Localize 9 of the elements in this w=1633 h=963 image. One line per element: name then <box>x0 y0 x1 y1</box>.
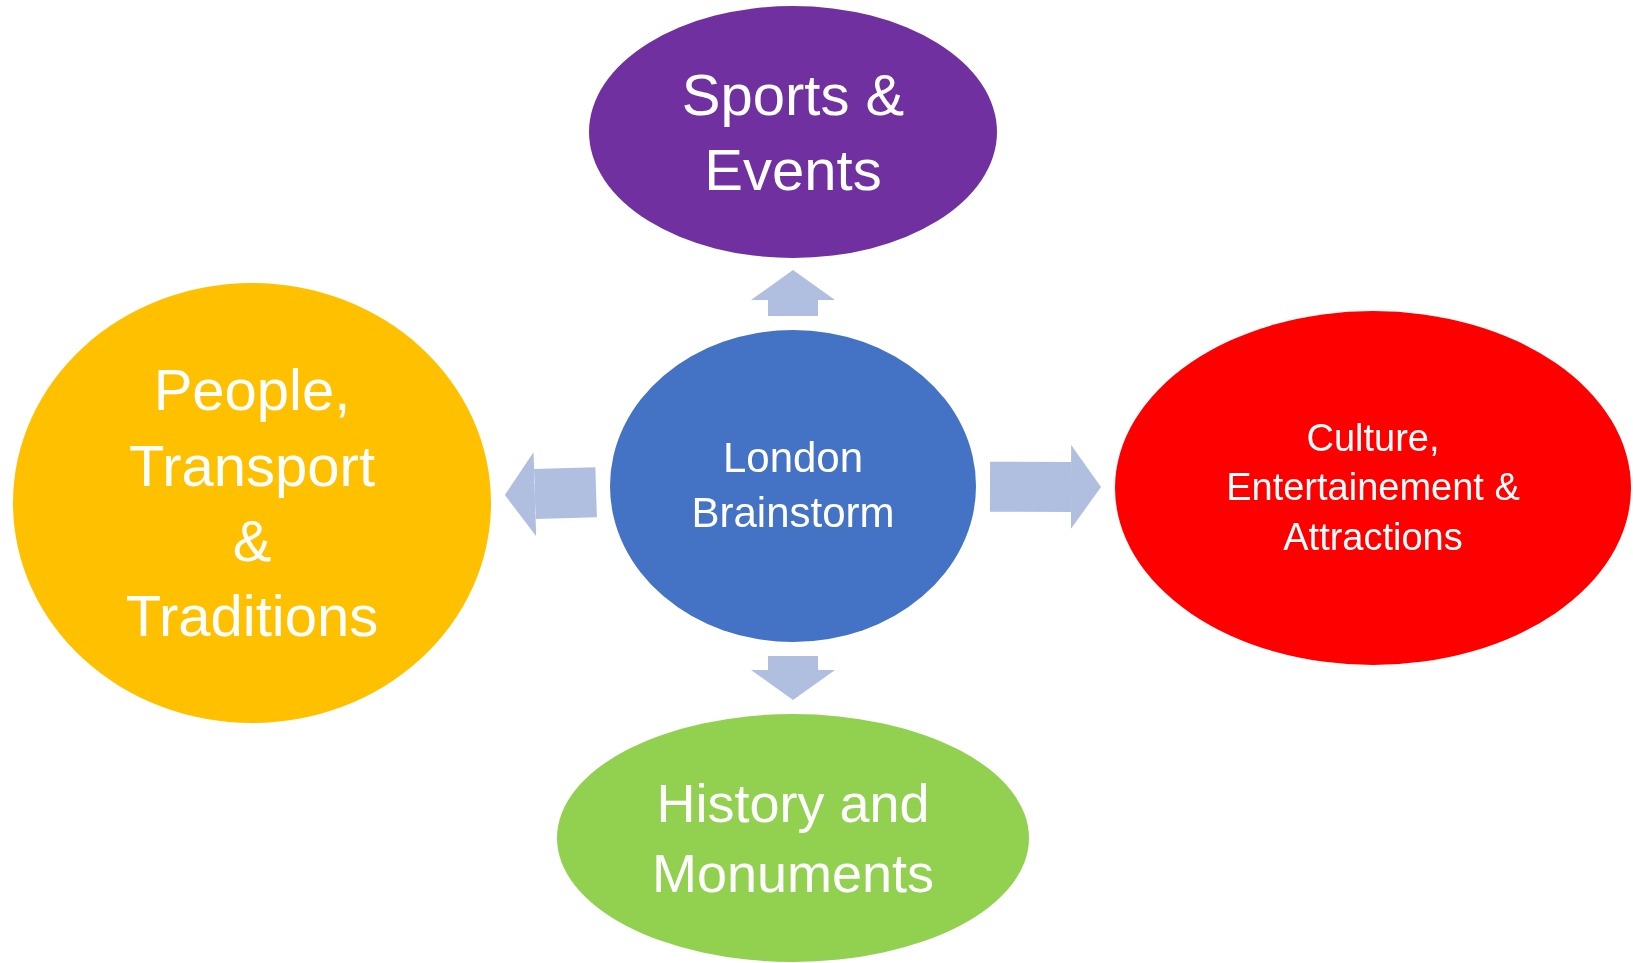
block-arrow <box>989 444 1101 529</box>
block-arrow <box>751 270 835 316</box>
topic-label: People, Transport & Traditions <box>124 356 380 651</box>
topic-label: London Brainstorm <box>690 433 896 538</box>
block-arrow <box>504 452 597 537</box>
topic-label: History and Monuments <box>650 771 936 905</box>
block-arrow <box>751 656 835 700</box>
topic-label: Culture, Entertainement & Attractions <box>1225 415 1521 560</box>
topic-label: Sports & Events <box>680 60 906 204</box>
